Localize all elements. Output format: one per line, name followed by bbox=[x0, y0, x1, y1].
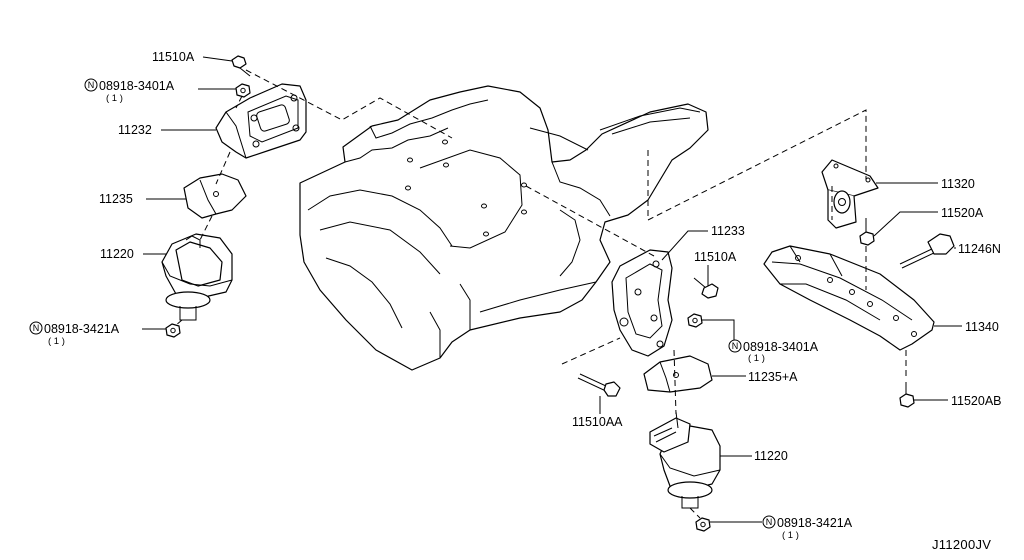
callout-11510a-right: 11510A bbox=[694, 250, 737, 264]
nut-symbol-2: N bbox=[29, 321, 43, 335]
callout-11233: 11233 bbox=[711, 224, 745, 238]
callout-11235: 11235 bbox=[99, 192, 133, 206]
heat-shield-11235 bbox=[183, 173, 247, 219]
callout-11232: 11232 bbox=[118, 123, 152, 137]
svg-text:N: N bbox=[732, 341, 739, 351]
callout-08918-3421a-left-qty: ( 1 ) bbox=[48, 336, 65, 347]
bracket-11233 bbox=[611, 249, 673, 357]
callout-11520a: 11520A bbox=[941, 206, 984, 220]
callout-08918-3401a-top-qty: ( 1 ) bbox=[106, 93, 123, 104]
rear-mount-11320 bbox=[821, 159, 879, 229]
callout-11220-left: 11220 bbox=[100, 247, 134, 261]
bolt-11510aa bbox=[577, 373, 621, 397]
svg-text:N: N bbox=[766, 517, 773, 527]
bolt-11510a-top bbox=[231, 55, 251, 77]
leader-lines bbox=[142, 56, 962, 523]
svg-text:N: N bbox=[88, 80, 95, 90]
nut-08918-3401a-top bbox=[235, 83, 251, 98]
callout-08918-3401a-top: 08918-3401A bbox=[99, 79, 175, 93]
callout-11246n: 11246N bbox=[958, 242, 1001, 256]
callout-11220-right: 11220 bbox=[754, 449, 788, 463]
callout-11235-a: 11235+A bbox=[748, 370, 798, 384]
callout-11320: 11320 bbox=[941, 177, 975, 191]
callout-08918-3421a-left: 08918-3421A bbox=[44, 322, 120, 336]
diagram-code: J11200JV bbox=[932, 537, 991, 552]
callout-11340: 11340 bbox=[965, 320, 999, 334]
bolt-11510a-right bbox=[693, 277, 719, 299]
callout-08918-3401a-right: 08918-3401A bbox=[743, 340, 819, 354]
nut-symbol-1: N bbox=[84, 78, 98, 92]
bolt-11520a bbox=[859, 218, 875, 246]
svg-text:N: N bbox=[33, 323, 40, 333]
callout-11510aa: 11510AA bbox=[572, 415, 623, 429]
bracket-11232 bbox=[215, 83, 307, 159]
engine-block bbox=[299, 85, 709, 371]
callout-11510a-top: 11510A bbox=[152, 50, 195, 64]
nut-symbol-4: N bbox=[762, 515, 776, 529]
bolt-11246n bbox=[899, 233, 955, 269]
nut-08918-3421a-left bbox=[165, 323, 181, 338]
nut-08918-3421a-right bbox=[695, 517, 711, 532]
callout-08918-3401a-right-qty: ( 1 ) bbox=[748, 353, 765, 364]
nut-08918-3401a-right bbox=[687, 313, 703, 328]
bolt-11520ab bbox=[899, 382, 915, 408]
nut-symbol-3: N bbox=[728, 339, 742, 353]
callout-08918-3421a-right-qty: ( 1 ) bbox=[782, 530, 799, 541]
engine-mount-11220-left bbox=[161, 233, 233, 321]
callout-08918-3421a-right: 08918-3421A bbox=[777, 516, 853, 530]
assembly-lines bbox=[174, 69, 907, 519]
crossmember-11340 bbox=[763, 245, 935, 351]
callout-11520ab: 11520AB bbox=[951, 394, 1002, 408]
engine-mount-11220-right bbox=[649, 411, 721, 509]
heat-shield-11235-a bbox=[643, 355, 713, 393]
